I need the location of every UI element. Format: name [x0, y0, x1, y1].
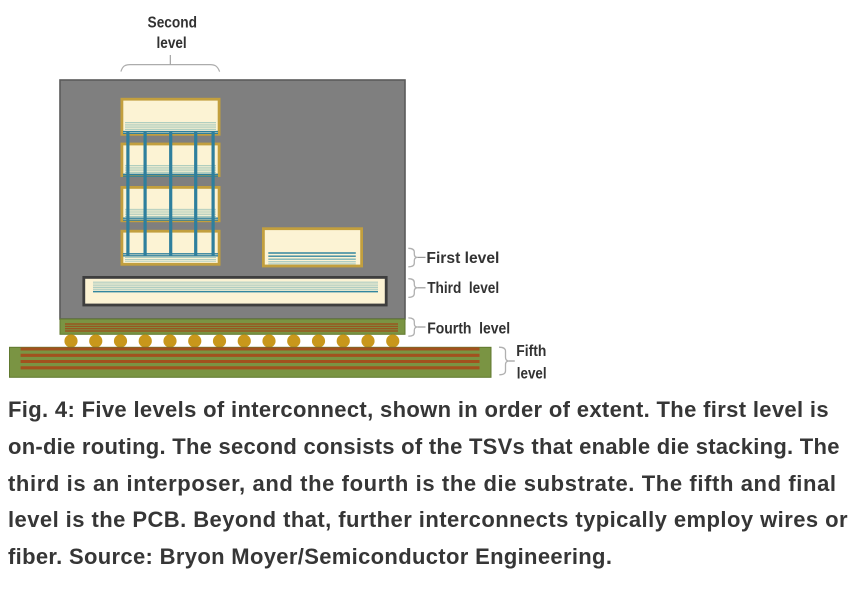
svg-text:level: level [157, 35, 187, 52]
svg-text:Second: Second [148, 14, 198, 31]
svg-text:Fourth level: Fourth level [427, 321, 510, 338]
svg-text:Third level: Third level [427, 280, 499, 297]
svg-text:level: level [517, 365, 547, 382]
svg-text:Fifth: Fifth [516, 343, 546, 360]
svg-text:First level: First level [426, 250, 499, 267]
